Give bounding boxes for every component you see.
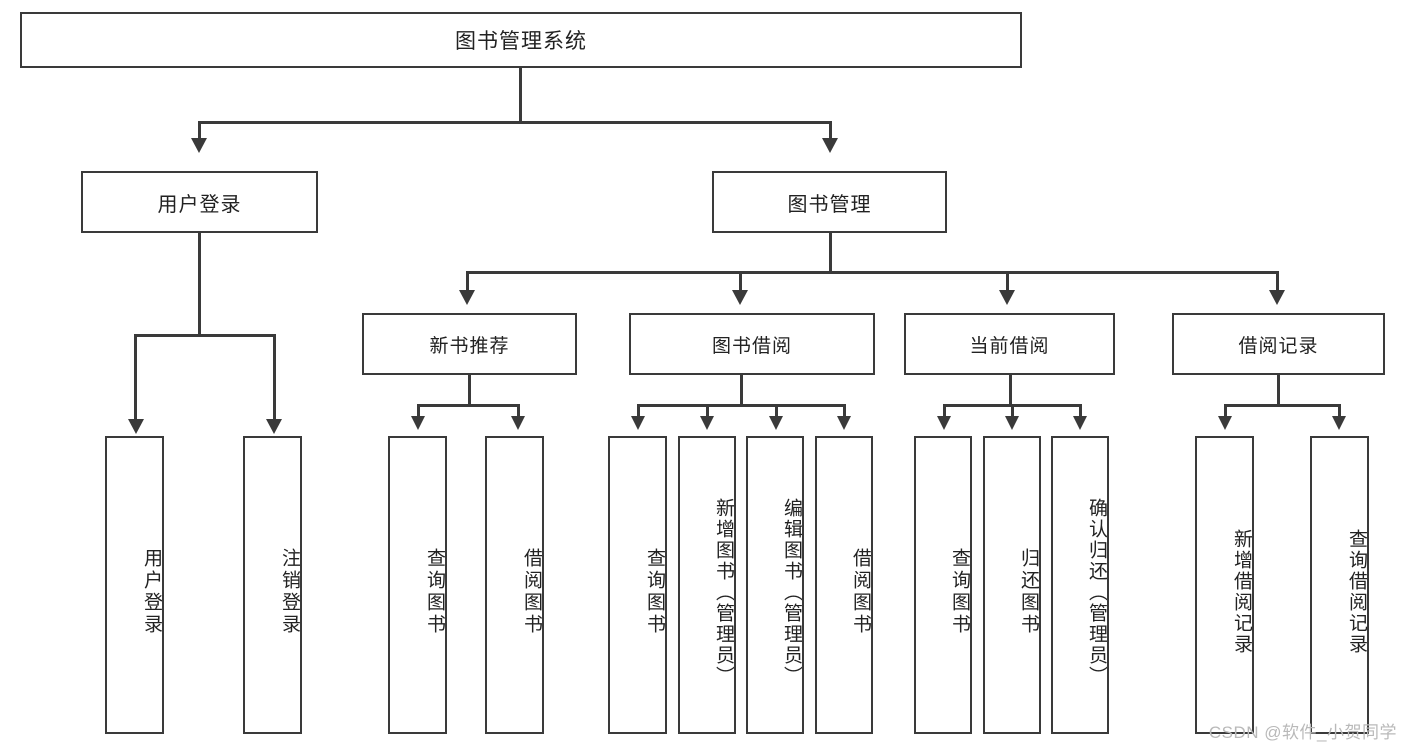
connector-new-book-stem: [468, 375, 471, 406]
connector-book-borrow-drop-2: [706, 404, 709, 419]
connector-current-borrow-stem: [1009, 375, 1012, 406]
connector-book-borrow-drop-1: [637, 404, 640, 419]
leaf-logout[interactable]: 注销登录: [243, 436, 302, 734]
arrow-borrow-record-leaf-2: [1332, 416, 1346, 430]
node-root-book-management-system[interactable]: 图书管理系统: [20, 12, 1022, 68]
leaf-new-book-query-book[interactable]: 查询图书: [388, 436, 447, 734]
connector-new-book-drop-2: [517, 404, 520, 419]
connector-level2-drop-2: [739, 271, 742, 293]
arrow-to-user-login: [191, 138, 207, 153]
connector-book-borrow-drop-4: [843, 404, 846, 419]
node-label: 查询图书: [644, 548, 665, 636]
leaf-record-add-borrow-record[interactable]: 新增借阅记录: [1195, 436, 1254, 734]
node-label: 借阅记录: [1238, 335, 1319, 357]
arrow-to-book-borrow: [732, 290, 748, 305]
node-label: 归还图书: [1018, 548, 1039, 636]
arrow-current-borrow-leaf-2: [1005, 416, 1019, 430]
node-label: 编辑图书（管理员）: [781, 497, 802, 687]
leaf-new-book-borrow-book[interactable]: 借阅图书: [485, 436, 544, 734]
connector-user-login-bus: [134, 334, 276, 337]
leaf-current-query-book[interactable]: 查询图书: [914, 436, 972, 734]
node-user-login[interactable]: 用户登录: [81, 171, 318, 233]
arrow-user-login-leaf-1: [128, 419, 144, 434]
node-label: 确认归还（管理员）: [1086, 497, 1107, 687]
connector-user-login-drop-1: [134, 334, 137, 422]
leaf-borrow-edit-book-admin[interactable]: 编辑图书（管理员）: [746, 436, 804, 734]
node-label: 查询图书: [949, 548, 970, 636]
connector-root-drop-left: [198, 121, 201, 141]
connector-user-login-stem: [198, 233, 201, 336]
arrow-new-book-leaf-1: [411, 416, 425, 430]
node-label: 用户登录: [157, 193, 242, 216]
connector-book-borrow-stem: [740, 375, 743, 406]
connector-root-stem: [519, 68, 522, 122]
connector-level2-bus: [466, 271, 1279, 274]
connector-current-borrow-drop-2: [1011, 404, 1014, 419]
leaf-borrow-query-book[interactable]: 查询图书: [608, 436, 667, 734]
arrow-new-book-leaf-2: [511, 416, 525, 430]
node-label: 查询图书: [424, 548, 445, 636]
connector-level2-drop-3: [1006, 271, 1009, 293]
connector-book-borrow-bus: [637, 404, 846, 407]
node-book-borrow[interactable]: 图书借阅: [629, 313, 875, 375]
connector-borrow-record-drop-2: [1338, 404, 1341, 419]
connector-user-login-drop-2: [273, 334, 276, 422]
node-current-borrow[interactable]: 当前借阅: [904, 313, 1115, 375]
node-label: 借阅图书: [850, 548, 871, 636]
connector-borrow-record-drop-1: [1224, 404, 1227, 419]
connector-new-book-bus: [417, 404, 520, 407]
leaf-borrow-add-book-admin[interactable]: 新增图书（管理员）: [678, 436, 736, 734]
arrow-to-current-borrow: [999, 290, 1015, 305]
leaf-record-query-borrow-record[interactable]: 查询借阅记录: [1310, 436, 1369, 734]
node-label: 新增借阅记录: [1231, 529, 1252, 655]
connector-root-drop-right: [829, 121, 832, 141]
arrow-book-borrow-leaf-3: [769, 416, 783, 430]
node-label: 新书推荐: [429, 335, 510, 357]
leaf-current-confirm-return-admin[interactable]: 确认归还（管理员）: [1051, 436, 1109, 734]
connector-level2-drop-1: [466, 271, 469, 293]
arrow-book-borrow-leaf-2: [700, 416, 714, 430]
arrow-book-borrow-leaf-4: [837, 416, 851, 430]
node-label: 注销登录: [279, 548, 300, 636]
node-book-management[interactable]: 图书管理: [712, 171, 947, 233]
connector-book-management-stem: [829, 233, 832, 273]
connector-new-book-drop-1: [417, 404, 420, 419]
node-label: 查询借阅记录: [1346, 529, 1367, 655]
arrow-to-borrow-record: [1269, 290, 1285, 305]
node-label: 当前借阅: [969, 335, 1050, 357]
leaf-borrow-borrow-book[interactable]: 借阅图书: [815, 436, 873, 734]
node-label: 借阅图书: [521, 548, 542, 636]
node-new-book-recommend[interactable]: 新书推荐: [362, 313, 577, 375]
connector-borrow-record-bus: [1224, 404, 1341, 407]
connector-current-borrow-drop-1: [943, 404, 946, 419]
node-label: 图书管理: [787, 193, 872, 216]
leaf-current-return-book[interactable]: 归还图书: [983, 436, 1041, 734]
arrow-current-borrow-leaf-3: [1073, 416, 1087, 430]
arrow-to-new-book-recommend: [459, 290, 475, 305]
connector-book-borrow-drop-3: [775, 404, 778, 419]
connector-root-bus: [198, 121, 832, 124]
arrow-user-login-leaf-2: [266, 419, 282, 434]
arrow-book-borrow-leaf-1: [631, 416, 645, 430]
node-label: 图书管理系统: [455, 30, 587, 53]
connector-current-borrow-drop-3: [1079, 404, 1082, 419]
connector-level2-drop-4: [1276, 271, 1279, 293]
node-label: 用户登录: [141, 548, 162, 636]
arrow-borrow-record-leaf-1: [1218, 416, 1232, 430]
node-label: 新增图书（管理员）: [713, 497, 734, 687]
node-borrow-record[interactable]: 借阅记录: [1172, 313, 1385, 375]
node-label: 图书借阅: [711, 335, 792, 357]
connector-borrow-record-stem: [1277, 375, 1280, 406]
leaf-user-login[interactable]: 用户登录: [105, 436, 164, 734]
arrow-current-borrow-leaf-1: [937, 416, 951, 430]
arrow-to-book-management: [822, 138, 838, 153]
